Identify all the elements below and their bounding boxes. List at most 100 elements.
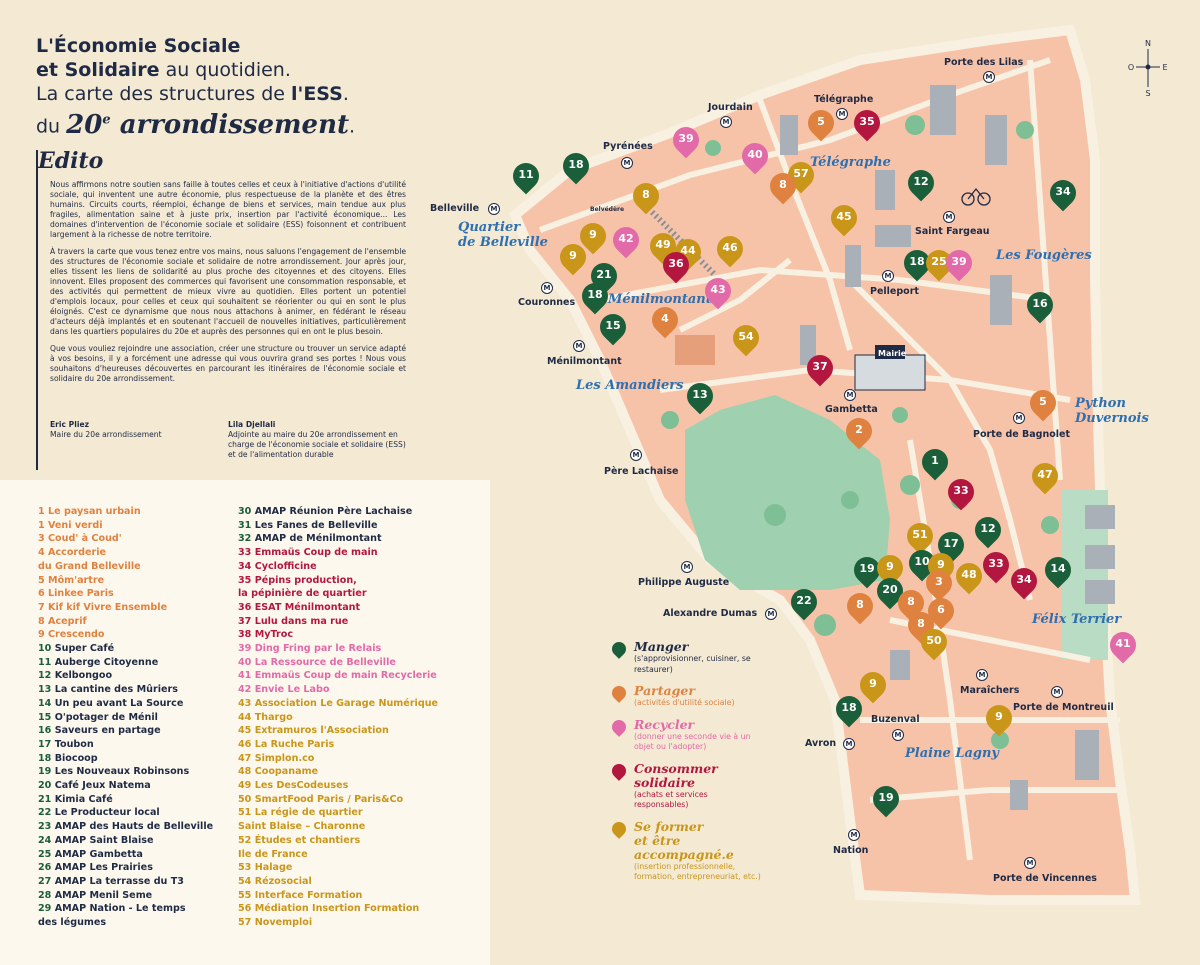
pin-number: 37 — [812, 360, 828, 373]
pin-number: 1 — [931, 454, 939, 467]
title-line-2-bold: et Solidaire — [36, 59, 160, 81]
pin-number: 10 — [914, 555, 930, 568]
place-nation: Nation — [833, 845, 869, 856]
location-pin[interactable]: 34 — [1044, 174, 1082, 214]
structure-item: 1 Veni verdi — [38, 519, 103, 531]
title-line-3-a: La carte des structures de — [36, 83, 291, 105]
location-pin[interactable]: 17 — [932, 526, 970, 566]
pin-number: 25 — [931, 255, 947, 268]
location-pin[interactable]: 40 — [736, 137, 774, 177]
location-pin[interactable]: 44 — [669, 233, 707, 273]
location-pin[interactable]: 20 — [871, 572, 909, 612]
metro-icon: M — [488, 203, 500, 215]
location-pin[interactable]: 22 — [785, 583, 823, 623]
structure-item: 43 Association Le Garage Numérique — [238, 697, 439, 709]
location-pin[interactable]: 8 — [627, 177, 665, 217]
pin-number: 8 — [856, 598, 864, 611]
location-pin[interactable]: 48 — [950, 557, 988, 597]
pin-number: 43 — [710, 283, 726, 296]
location-pin[interactable]: 12 — [902, 164, 940, 204]
location-pin[interactable]: 9 — [871, 549, 909, 589]
location-pin[interactable]: 8 — [902, 606, 940, 646]
location-pin[interactable]: 5 — [802, 104, 840, 144]
location-pin[interactable]: 42 — [607, 221, 645, 261]
location-pin[interactable]: 9 — [554, 238, 592, 278]
railway — [642, 202, 718, 278]
pin-number: 15 — [605, 319, 621, 332]
location-pin[interactable]: 39 — [667, 121, 705, 161]
metro-icon: M — [541, 282, 553, 294]
location-pin[interactable]: 14 — [1039, 551, 1077, 591]
location-pin[interactable]: 41 — [1104, 626, 1142, 666]
location-pin[interactable]: 6 — [922, 592, 960, 632]
pin-number: 41 — [1115, 637, 1131, 650]
pin-icon — [609, 716, 629, 737]
location-pin[interactable]: 4 — [646, 301, 684, 341]
structure-item: 26 AMAP Les Prairies — [38, 862, 153, 874]
place-jourdain: Jourdain — [708, 102, 753, 113]
location-pin[interactable]: 1 — [916, 443, 954, 483]
location-pin[interactable]: 15 — [594, 308, 632, 348]
location-pin[interactable]: 18 — [576, 277, 614, 317]
location-pin[interactable]: 9 — [922, 547, 960, 587]
location-pin[interactable]: 8 — [892, 584, 930, 624]
location-pin[interactable]: 39 — [940, 244, 978, 284]
location-pin[interactable]: 43 — [699, 272, 737, 312]
location-pin[interactable]: 5 — [1024, 384, 1062, 424]
location-pin[interactable]: 16 — [1021, 286, 1059, 326]
location-pin[interactable]: 19 — [848, 551, 886, 591]
location-pin[interactable]: 34 — [1005, 562, 1043, 602]
location-pin[interactable]: 11 — [507, 157, 545, 197]
place-pere-lachaise: Père Lachaise — [604, 466, 679, 477]
location-pin[interactable]: 51 — [901, 517, 939, 557]
location-pin[interactable]: 21 — [585, 257, 623, 297]
structure-item: 56 Médiation Insertion Formation — [238, 903, 420, 915]
location-pin[interactable]: 12 — [969, 511, 1007, 551]
location-pin[interactable]: 49 — [644, 227, 682, 267]
metro-icon: M — [621, 157, 633, 169]
structure-item: 17 Toubon — [38, 738, 94, 750]
structure-item: Ile de France — [238, 848, 308, 860]
location-pin[interactable]: 18 — [557, 147, 595, 187]
structure-item: 7 Kif kif Vivre Ensemble — [38, 601, 168, 613]
location-pin[interactable]: 47 — [1026, 457, 1064, 497]
location-pin[interactable]: 9 — [574, 217, 612, 257]
location-pin[interactable]: 35 — [848, 104, 886, 144]
location-pin[interactable]: 54 — [727, 319, 765, 359]
factory-building — [675, 335, 715, 365]
location-pin[interactable]: 45 — [825, 199, 863, 239]
quartier-fougeres: Les Fougères — [996, 248, 1092, 263]
location-pin[interactable]: 36 — [657, 246, 695, 286]
location-pin[interactable]: 19 — [867, 780, 905, 820]
svg-text:N: N — [1145, 39, 1151, 48]
location-pin[interactable]: 2 — [840, 412, 878, 452]
location-pin[interactable]: 50 — [915, 623, 953, 663]
pere-lachaise-cemetery — [685, 395, 890, 590]
quartier-menilmontant: Ménilmontant — [608, 292, 712, 307]
structure-item: 18 Biocoop — [38, 752, 98, 764]
pin-number: 48 — [961, 568, 977, 581]
location-pin[interactable]: 46 — [711, 230, 749, 270]
location-pin[interactable]: 25 — [920, 244, 958, 284]
location-pin[interactable]: 9 — [980, 699, 1018, 739]
place-philippe-auguste: Philippe Auguste — [638, 577, 730, 588]
location-pin[interactable]: 8 — [841, 587, 879, 627]
edito-paragraph: Nous affirmons notre soutien sans faille… — [50, 180, 406, 239]
structure-item: 5 Môm'artre — [38, 574, 105, 586]
location-pin[interactable]: 18 — [830, 690, 868, 730]
quartier-plaine-lagny: Plaine Lagny — [905, 746, 999, 761]
place-menilmontant: Ménilmontant — [547, 356, 622, 367]
pin-icon — [609, 818, 629, 839]
location-pin[interactable]: 10 — [903, 544, 941, 584]
location-pin[interactable]: 33 — [942, 473, 980, 513]
location-pin[interactable]: 57 — [782, 156, 820, 196]
location-pin[interactable]: 13 — [681, 377, 719, 417]
location-pin[interactable]: 37 — [801, 349, 839, 389]
structure-item: 47 Simplon.co — [238, 752, 315, 764]
location-pin[interactable]: 33 — [977, 546, 1015, 586]
location-pin[interactable]: 3 — [920, 564, 958, 604]
location-pin[interactable]: 8 — [764, 167, 802, 207]
location-pin[interactable]: 18 — [898, 244, 936, 284]
location-pin[interactable]: 9 — [854, 666, 892, 706]
